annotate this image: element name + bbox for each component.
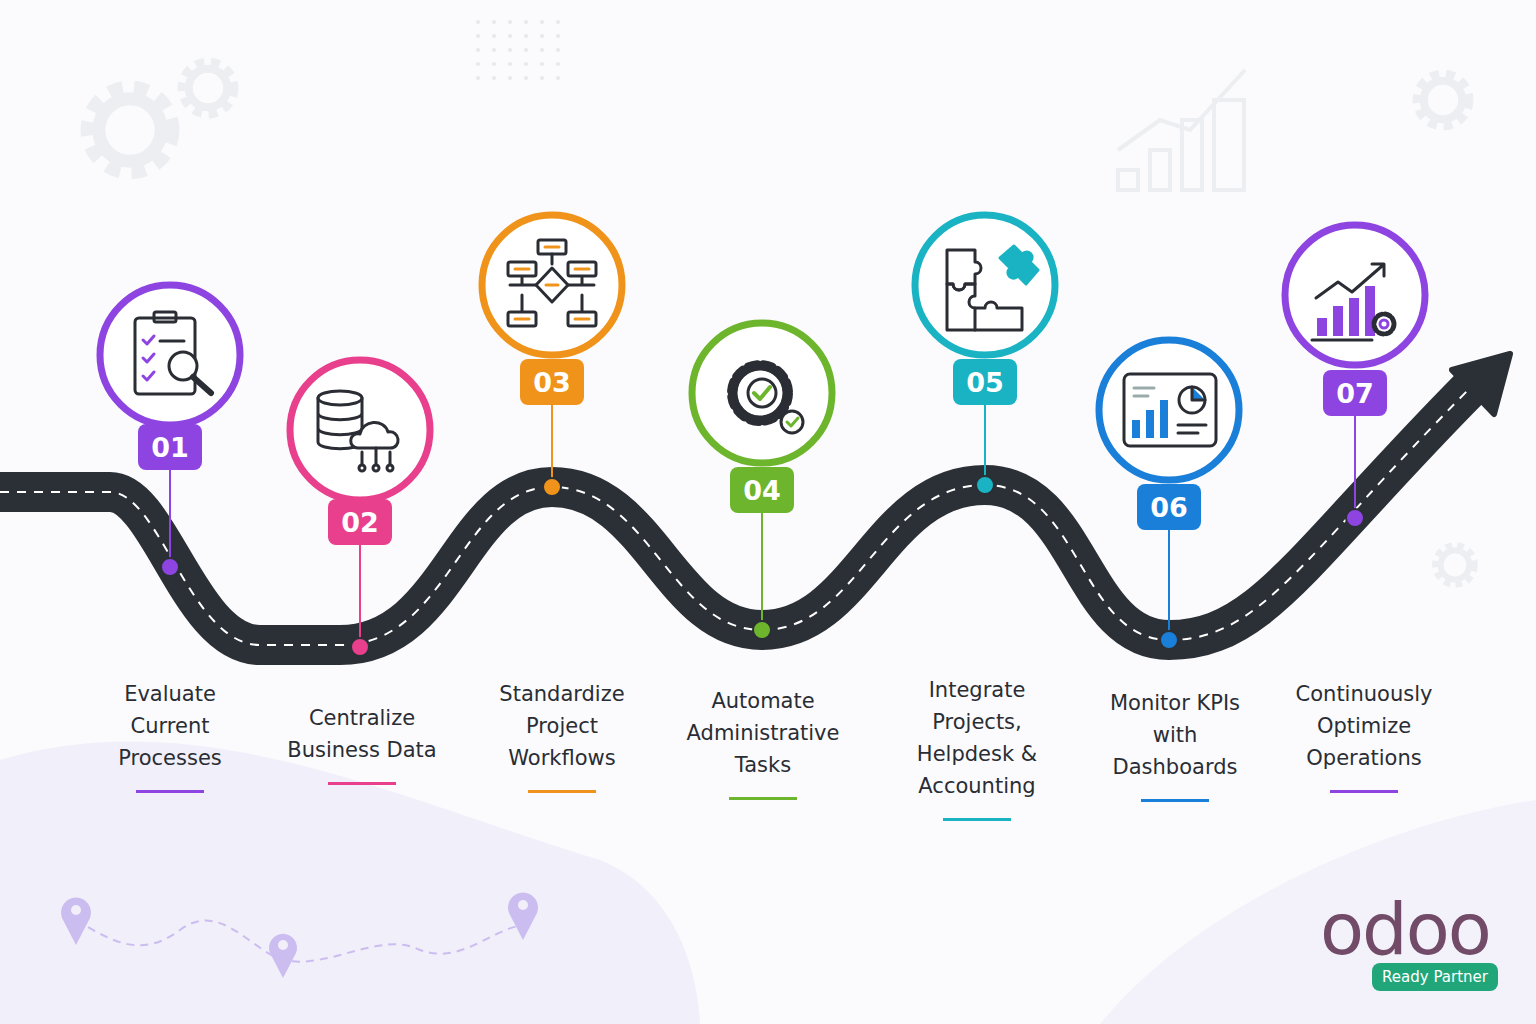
growth-chart-icon: [1312, 264, 1394, 340]
pin-circle: [692, 323, 832, 463]
step-pin: [1099, 340, 1239, 649]
node-text: 01: [151, 432, 189, 463]
background-wave: [1100, 800, 1536, 1024]
road-dot: [351, 638, 369, 656]
node-text: 03: [533, 367, 571, 398]
map-pins: [61, 893, 538, 978]
background-wave: [0, 741, 700, 1024]
pin-circle: [1285, 225, 1425, 365]
step-number-badge: 03: [520, 359, 584, 405]
step-number-badge: 02: [328, 499, 392, 545]
clipboard-icon: [135, 312, 211, 394]
node-text: Ready Partner: [1382, 968, 1488, 986]
road-dot: [161, 558, 179, 576]
node-text: 04: [743, 475, 781, 506]
dashboard-icon: [1124, 374, 1216, 446]
gear-icon: [732, 365, 803, 433]
label-underline: [729, 797, 797, 800]
pin-circle: [915, 215, 1055, 355]
label-underline: [1330, 790, 1398, 793]
step-label: Centralize Business Data: [272, 702, 452, 766]
road-dot: [1346, 509, 1364, 527]
step-pin: [692, 323, 832, 639]
background-gears: [91, 64, 1473, 583]
label-underline: [328, 782, 396, 785]
flowchart-icon: [508, 240, 596, 326]
pin-circle: [482, 215, 622, 355]
step-label: Evaluate Current Processes: [95, 678, 245, 774]
background-chart: [1118, 70, 1245, 190]
step-icons: [135, 240, 1394, 471]
step-pin: [100, 285, 240, 576]
pin-circle: [290, 360, 430, 500]
step-label: Automate Administrative Tasks: [673, 685, 853, 781]
step-label: Standardize Project Workflows: [482, 678, 642, 774]
pin-circle: [100, 285, 240, 425]
node-text: 06: [1150, 492, 1188, 523]
road-dot: [1160, 631, 1178, 649]
label-underline: [528, 790, 596, 793]
road-dot: [976, 476, 994, 494]
step-number-badge: 04: [730, 467, 794, 513]
step-pin: [915, 215, 1055, 494]
step-pin: [1285, 225, 1425, 527]
step-number-badge: 06: [1137, 484, 1201, 530]
label-underline: [943, 818, 1011, 821]
background-dots: [476, 20, 560, 80]
label-underline: [1141, 799, 1209, 802]
brand-logo: odoo: [1320, 893, 1490, 965]
step-number-badge: 01: [138, 424, 202, 470]
pin-circle: [1099, 340, 1239, 480]
node-text: 07: [1336, 378, 1374, 409]
step-pin: [482, 215, 622, 496]
node-text: 02: [341, 507, 379, 538]
step-label: Continuously Optimize Operations: [1279, 678, 1449, 774]
puzzle-icon: [947, 246, 1038, 330]
partner-badge: Ready Partner: [1372, 963, 1498, 991]
node-text: 05: [966, 367, 1004, 398]
step-number-badge: 05: [953, 359, 1017, 405]
step-label: Monitor KPIs with Dashboards: [1090, 687, 1260, 783]
road-dot: [543, 478, 561, 496]
step-number-badge: 07: [1323, 370, 1387, 416]
database-icon: [318, 391, 398, 471]
road-dot: [753, 621, 771, 639]
step-label: Integrate Projects, Helpdesk & Accountin…: [902, 674, 1052, 802]
step-pin: [290, 360, 430, 656]
label-underline: [136, 790, 204, 793]
